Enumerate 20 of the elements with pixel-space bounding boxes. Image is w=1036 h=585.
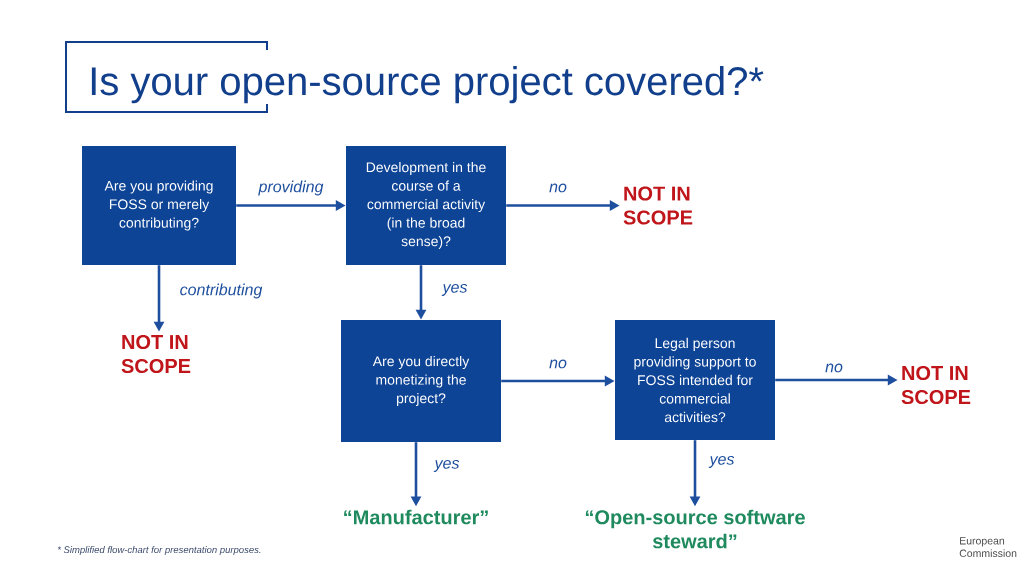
- decision-box: Development in the course of a commercial activity (in the broad sense)?: [346, 146, 506, 265]
- edge-label: contributing: [178, 282, 264, 300]
- decision-box: Are you providing FOSS or merely contributing?: [82, 146, 236, 265]
- edge-label: providing: [257, 179, 325, 197]
- decision-box: Legal person providing support to FOSS intended for commercial activities?: [615, 320, 775, 440]
- edge-label: no: [548, 182, 568, 194]
- outcome-label: NOT IN SCOPE: [623, 186, 693, 225]
- footer-text: European Commission: [959, 537, 1017, 558]
- footnote: * Simplified flow-chart for presentation purposes.: [57, 546, 261, 555]
- outcome-label: NOT IN SCOPE: [901, 365, 971, 405]
- outcome-label: NOT IN SCOPE: [121, 334, 191, 374]
- edge-label: yes: [441, 283, 469, 297]
- title: Is your open-source project covered?*: [91, 66, 764, 104]
- edge-label: yes: [433, 459, 461, 473]
- result-label: “Manufacturer”: [344, 509, 488, 525]
- edge-label: no: [824, 362, 844, 374]
- edge-label: no: [548, 358, 568, 370]
- result-label: “Open-source software steward”: [585, 509, 805, 549]
- decision-box: Are you directly monetizing the project?: [341, 320, 501, 442]
- edge-label: yes: [708, 455, 736, 469]
